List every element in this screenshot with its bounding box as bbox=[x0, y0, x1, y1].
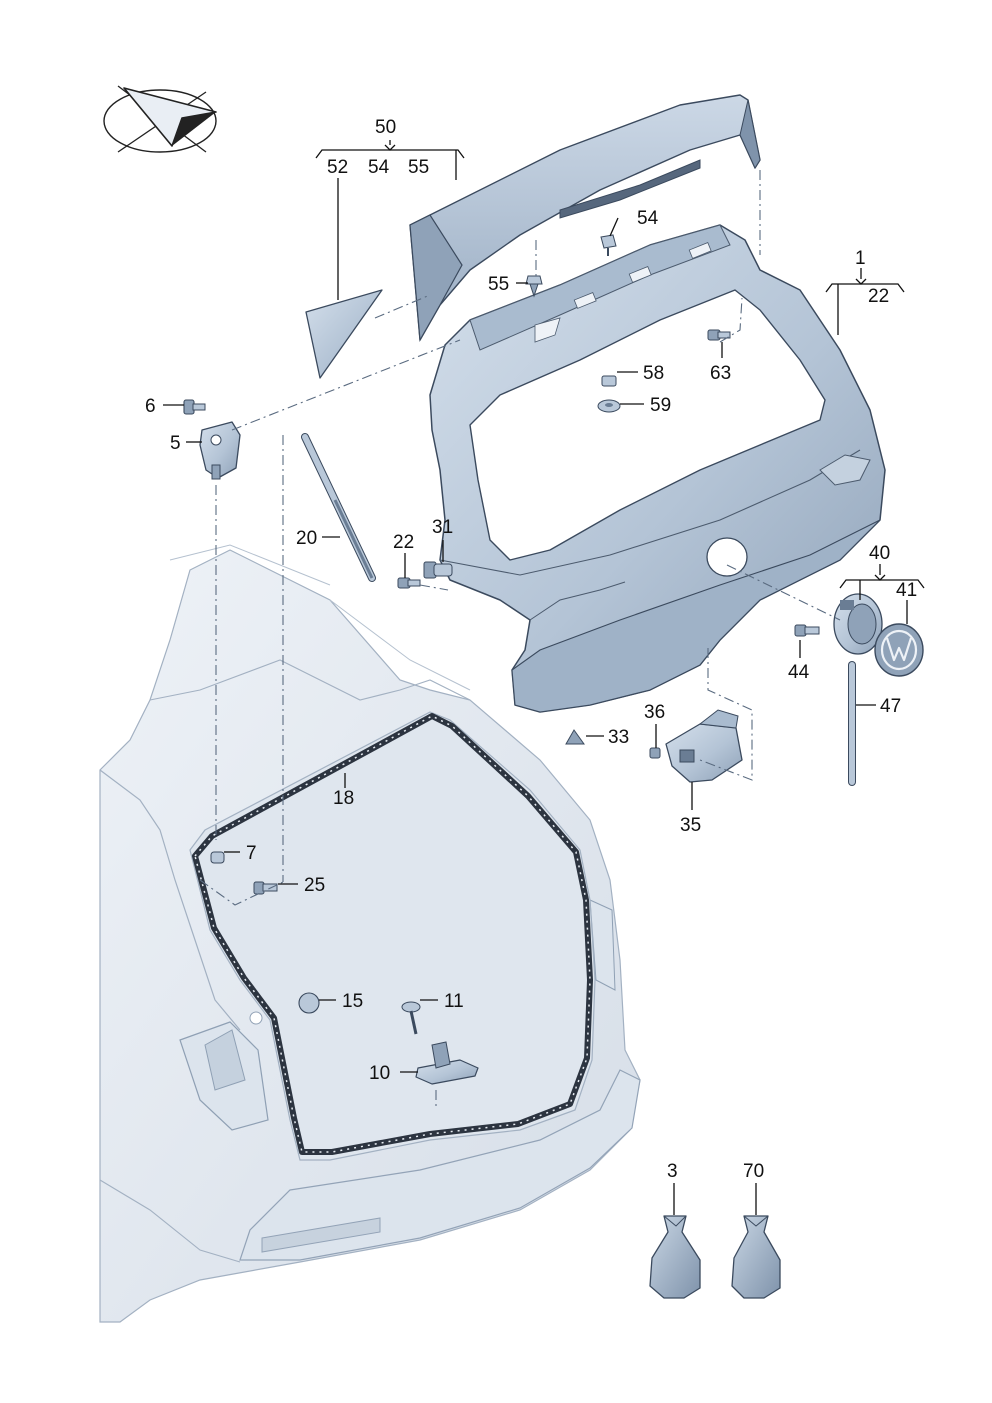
washer-59 bbox=[597, 399, 621, 413]
label-55-bracket: 55 bbox=[408, 157, 429, 178]
label-59: 59 bbox=[650, 395, 671, 416]
emblem-carrier-40 bbox=[833, 593, 883, 655]
label-11: 11 bbox=[444, 991, 464, 1012]
cover-panel bbox=[305, 289, 383, 379]
fastener-54 bbox=[600, 234, 617, 256]
label-10: 10 bbox=[369, 1063, 390, 1084]
label-47: 47 bbox=[880, 696, 901, 717]
label-15: 15 bbox=[342, 991, 363, 1012]
tailgate-seal bbox=[192, 713, 593, 1155]
label-5: 5 bbox=[170, 433, 181, 454]
label-40: 40 bbox=[869, 543, 890, 564]
label-22: 22 bbox=[393, 532, 414, 553]
assembly-guide-lines bbox=[199, 170, 841, 1110]
label-20: 20 bbox=[296, 528, 317, 549]
label-22-bracket: 22 bbox=[868, 286, 889, 307]
hinge-bolt bbox=[183, 399, 206, 415]
clip-33 bbox=[565, 729, 585, 745]
bolt-25 bbox=[253, 881, 278, 895]
bolt-63 bbox=[707, 329, 731, 341]
label-1: 1 bbox=[855, 248, 866, 269]
label-18: 18 bbox=[333, 788, 354, 809]
screw-11 bbox=[401, 1001, 421, 1035]
label-3: 3 bbox=[667, 1161, 678, 1182]
vw-emblem-41 bbox=[874, 623, 924, 677]
label-31: 31 bbox=[432, 517, 453, 538]
tailgate bbox=[429, 224, 886, 713]
label-35: 35 bbox=[680, 815, 701, 836]
tailgate-opening bbox=[189, 711, 596, 1161]
bag-3 bbox=[649, 1215, 701, 1299]
direction-arrow-icon bbox=[103, 85, 217, 153]
lock-35 bbox=[665, 709, 743, 783]
label-50: 50 bbox=[375, 117, 396, 138]
hinge bbox=[199, 421, 241, 480]
label-70: 70 bbox=[743, 1161, 764, 1182]
bracket-1 bbox=[825, 268, 905, 335]
buffer-31 bbox=[423, 561, 453, 579]
label-44: 44 bbox=[788, 662, 810, 683]
label-63: 63 bbox=[710, 363, 731, 384]
label-25: 25 bbox=[304, 875, 325, 896]
bolt-36 bbox=[649, 747, 661, 759]
buffer-15 bbox=[249, 992, 320, 1025]
fastener-22 bbox=[397, 577, 421, 589]
label-7: 7 bbox=[246, 843, 257, 864]
striker-10 bbox=[415, 1041, 479, 1085]
bolt-44 bbox=[794, 624, 820, 637]
bracket-50 bbox=[315, 140, 465, 180]
bag-70 bbox=[731, 1215, 781, 1299]
label-54: 54 bbox=[637, 208, 659, 229]
label-58: 58 bbox=[643, 363, 664, 384]
label-36: 36 bbox=[644, 702, 665, 723]
gas-strut bbox=[301, 433, 376, 582]
label-54-bracket: 54 bbox=[368, 157, 390, 178]
label-33: 33 bbox=[608, 727, 629, 748]
nut-58 bbox=[601, 375, 617, 387]
callout-labels: 50 52 54 55 54 55 1 22 58 59 63 6 5 20 3… bbox=[145, 117, 917, 1182]
label-6: 6 bbox=[145, 396, 156, 417]
nut-7 bbox=[210, 851, 225, 864]
label-41: 41 bbox=[896, 580, 917, 601]
label-55: 55 bbox=[488, 274, 509, 295]
leader-lines bbox=[163, 178, 876, 1215]
rear-spoiler bbox=[409, 94, 761, 342]
label-52: 52 bbox=[327, 157, 348, 178]
bracket-40 bbox=[839, 564, 925, 624]
